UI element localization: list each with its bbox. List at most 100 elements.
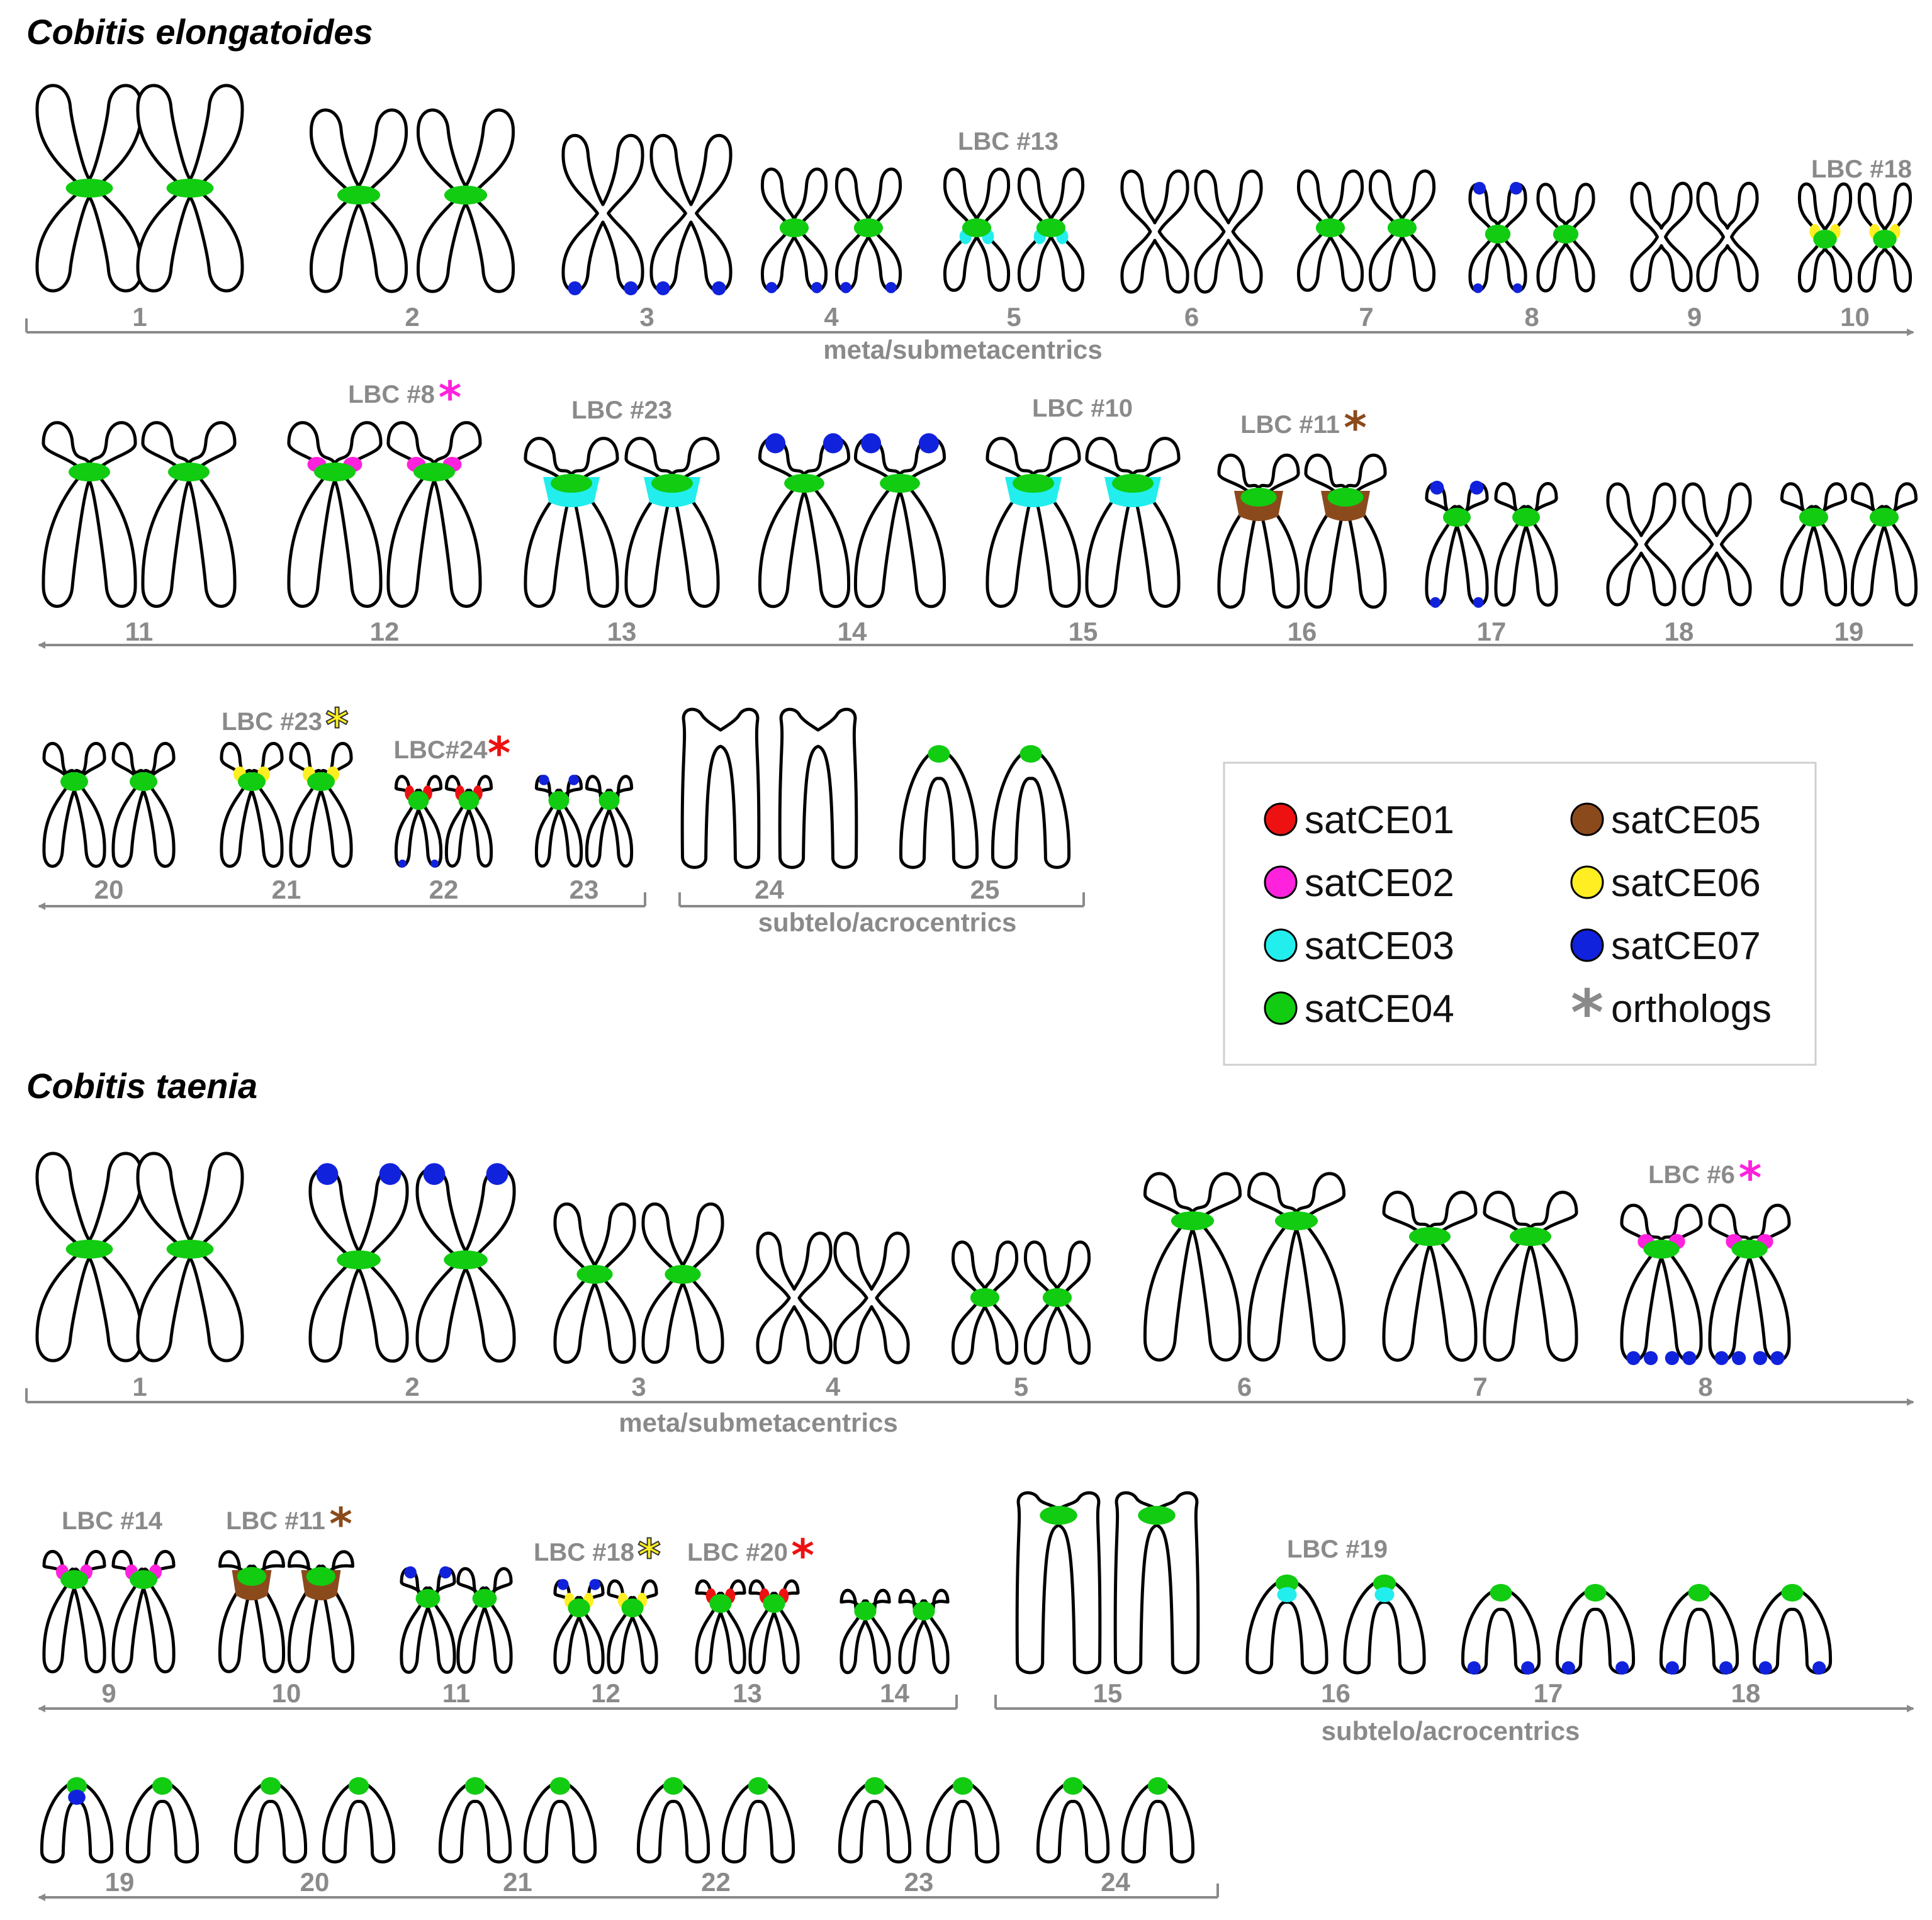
chromosome-outline <box>438 1780 512 1864</box>
chromosome <box>438 1777 512 1864</box>
centromere-signal <box>472 1589 497 1608</box>
centromere-signal <box>1869 508 1899 527</box>
centromere-signal <box>444 186 488 205</box>
centromere-signal <box>1275 1575 1299 1592</box>
chromosome <box>760 167 828 293</box>
chromosome-outline <box>1494 481 1558 607</box>
category-label: meta/submetacentrics <box>823 335 1103 364</box>
chromosome <box>721 1777 795 1864</box>
species-title-elongatoides: Cobitis elongatoides <box>26 12 373 52</box>
chromosome <box>834 167 902 293</box>
centromere-signal <box>709 1594 732 1613</box>
telomeric-signal <box>823 433 843 454</box>
centromere-signal <box>65 1240 113 1259</box>
pair-number: 15 <box>1069 617 1098 646</box>
chromosome <box>42 421 137 608</box>
centromere-signal <box>408 791 429 810</box>
chromosome <box>289 741 353 868</box>
pair-number: 6 <box>1237 1372 1252 1401</box>
chromosome-outline <box>1113 1491 1200 1675</box>
telomeric-signal <box>557 1579 569 1590</box>
chromosome-outline <box>1036 1780 1110 1864</box>
chromosome <box>35 84 143 293</box>
centromere-signal <box>348 1777 369 1795</box>
centromere-signal <box>130 1570 157 1589</box>
lbc-label: LBC #8 <box>348 381 435 408</box>
centromere-signal <box>598 791 620 810</box>
centromere-signal <box>1112 474 1154 493</box>
telomeric-signal <box>1521 1661 1535 1675</box>
lbc-label: LBC #18 <box>534 1539 634 1566</box>
species-title-taenia: Cobitis taenia <box>26 1066 257 1106</box>
centromere-signal <box>548 791 570 810</box>
pair-number: 19 <box>105 1867 135 1897</box>
pair-number: 20 <box>300 1867 330 1897</box>
pair-number: 16 <box>1288 617 1317 646</box>
telomeric-signal <box>1732 1351 1746 1366</box>
telomeric-signal <box>861 433 882 454</box>
centromere-signal <box>66 1777 87 1795</box>
centromere-signal <box>1490 1584 1512 1602</box>
chromosome-outline <box>778 707 858 869</box>
chromosome-outline <box>833 1232 910 1364</box>
chromosome <box>1483 1191 1578 1362</box>
chromosome <box>926 1777 1000 1864</box>
chromosome <box>1536 182 1595 293</box>
chromosome-outline <box>1304 454 1387 609</box>
chromosome-outline <box>1143 1172 1242 1362</box>
legend-item: *orthologs <box>1571 976 1772 1050</box>
telomeric-signal <box>1758 1661 1772 1675</box>
legend-item: satCE03 <box>1264 924 1454 968</box>
pair-number: 2 <box>405 302 419 332</box>
ortholog-asterisk-icon: * <box>791 1530 814 1581</box>
chromosome <box>1752 1584 1833 1675</box>
telomeric-signal <box>316 1163 339 1185</box>
chromosome-outline <box>1630 181 1693 293</box>
lbc-label: LBC #23 <box>571 396 672 424</box>
chromosome-outline <box>1682 482 1752 607</box>
pair-number: 13 <box>733 1678 762 1708</box>
telomeric-signal <box>765 433 786 454</box>
chromosome <box>680 707 761 869</box>
centromere-signal <box>952 1777 974 1795</box>
pair-number: 9 <box>101 1678 116 1708</box>
legend-swatch-icon <box>1264 928 1298 962</box>
chromosome <box>1468 182 1527 293</box>
chromosome-outline <box>523 1780 597 1864</box>
centromere-signal <box>663 1777 684 1795</box>
chromosome-outline <box>649 134 733 293</box>
legend-label: satCE02 <box>1305 862 1454 905</box>
category-label: meta/submetacentrics <box>619 1408 898 1437</box>
pair-number: 9 <box>1687 302 1702 332</box>
centromere-signal <box>854 1602 877 1620</box>
pair-number: 7 <box>1473 1372 1487 1401</box>
chromosome <box>287 421 383 608</box>
chromosome <box>1245 1575 1328 1675</box>
centromere-signal <box>1040 1506 1077 1525</box>
centromere-signal <box>1147 1777 1169 1795</box>
telomeric-signal <box>589 1579 601 1590</box>
chromosome <box>1023 1240 1091 1365</box>
chromosome <box>1857 182 1912 293</box>
chromosome <box>899 745 979 869</box>
chromosome <box>136 1152 244 1362</box>
telomeric-signal <box>1512 283 1523 293</box>
chromosome-outline <box>758 436 851 609</box>
lbc-label: LBC #18 <box>1811 155 1912 183</box>
pair-number: 22 <box>701 1867 731 1897</box>
chromosome-outline <box>289 741 353 868</box>
ortholog-asterisk-icon: * <box>637 1530 661 1581</box>
chromosome <box>561 134 644 296</box>
legend-label: satCE07 <box>1611 924 1761 968</box>
chromosome <box>1143 1172 1242 1362</box>
telomeric-signal <box>811 282 823 293</box>
telomeric-signal <box>1753 1351 1767 1366</box>
chromosome-outline <box>636 1780 710 1864</box>
pair-number: 19 <box>1834 617 1864 646</box>
pair-number: 10 <box>1840 302 1870 332</box>
telomeric-signal <box>439 1566 452 1579</box>
chromosome <box>400 1566 456 1674</box>
chromosome <box>695 1579 746 1675</box>
telomeric-signal <box>840 282 851 293</box>
chromosome <box>35 1152 143 1362</box>
